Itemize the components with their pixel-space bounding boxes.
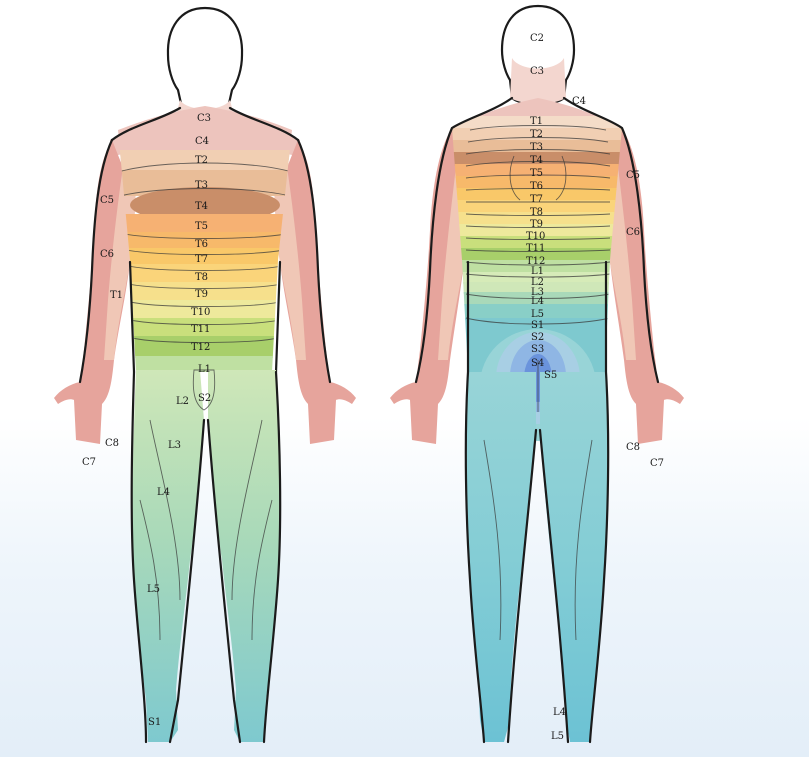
front-label-C4: C4 — [195, 136, 209, 147]
front-label-T11: T11 — [191, 324, 210, 335]
back-label-C8: C8 — [626, 442, 640, 453]
front-label-C6: C6 — [100, 249, 114, 260]
back-left-leg — [467, 372, 537, 742]
front-label-C8: C8 — [105, 438, 119, 449]
back-label-L4-foot: L4 — [553, 707, 566, 718]
back-label-T1: T1 — [530, 116, 543, 127]
back-label-L4: L4 — [531, 296, 544, 307]
front-label-T1: T1 — [110, 290, 123, 301]
front-label-L2: L2 — [176, 396, 189, 407]
front-label-T5: T5 — [195, 221, 208, 232]
back-label-T6: T6 — [530, 181, 543, 192]
back-label-S3: S3 — [531, 344, 544, 355]
back-label-L5: L5 — [531, 309, 544, 320]
front-label-T4: T4 — [195, 201, 208, 212]
front-label-T2: T2 — [195, 155, 208, 166]
back-label-T5: T5 — [530, 168, 543, 179]
back-label-T8: T8 — [530, 207, 543, 218]
back-label-T4: T4 — [530, 155, 543, 166]
back-label-T10: T10 — [526, 231, 545, 242]
front-label-T7: T7 — [195, 254, 208, 265]
back-label-C4: C4 — [572, 96, 586, 107]
back-label-S2: S2 — [531, 332, 544, 343]
front-label-L4: L4 — [157, 487, 170, 498]
front-label-C5: C5 — [100, 195, 114, 206]
front-label-S2: S2 — [198, 393, 211, 404]
back-right-leg — [540, 372, 608, 742]
back-label-T2: T2 — [530, 129, 543, 140]
back-label-T11: T11 — [526, 243, 545, 254]
front-label-L1: L1 — [198, 364, 211, 375]
front-label-T3: T3 — [195, 180, 208, 191]
front-head — [168, 8, 242, 113]
front-label-C3: C3 — [197, 113, 211, 124]
back-label-C7: C7 — [650, 458, 664, 469]
front-label-L5: L5 — [147, 584, 160, 595]
front-label-T12: T12 — [191, 342, 210, 353]
front-label-T8: T8 — [195, 272, 208, 283]
back-label-S4: S4 — [531, 358, 544, 369]
back-neck-c3 — [510, 58, 566, 104]
back-label-L5-foot: L5 — [551, 731, 564, 742]
front-label-S1: S1 — [148, 717, 161, 728]
back-label-C3: C3 — [530, 66, 544, 77]
front-label-L3: L3 — [168, 440, 181, 451]
front-label-T6: T6 — [195, 239, 208, 250]
back-label-S1: S1 — [531, 320, 544, 331]
back-label-C6: C6 — [626, 227, 640, 238]
back-label-T7: T7 — [530, 194, 543, 205]
back-label-L1: L1 — [531, 266, 544, 277]
front-label-T10: T10 — [191, 307, 210, 318]
front-label-C7: C7 — [82, 457, 96, 468]
front-label-T9: T9 — [195, 289, 208, 300]
back-label-T9: T9 — [530, 219, 543, 230]
back-label-C5: C5 — [626, 170, 640, 181]
back-label-S5: S5 — [544, 370, 557, 381]
back-label-T3: T3 — [530, 142, 543, 153]
back-label-C2: C2 — [530, 33, 544, 44]
